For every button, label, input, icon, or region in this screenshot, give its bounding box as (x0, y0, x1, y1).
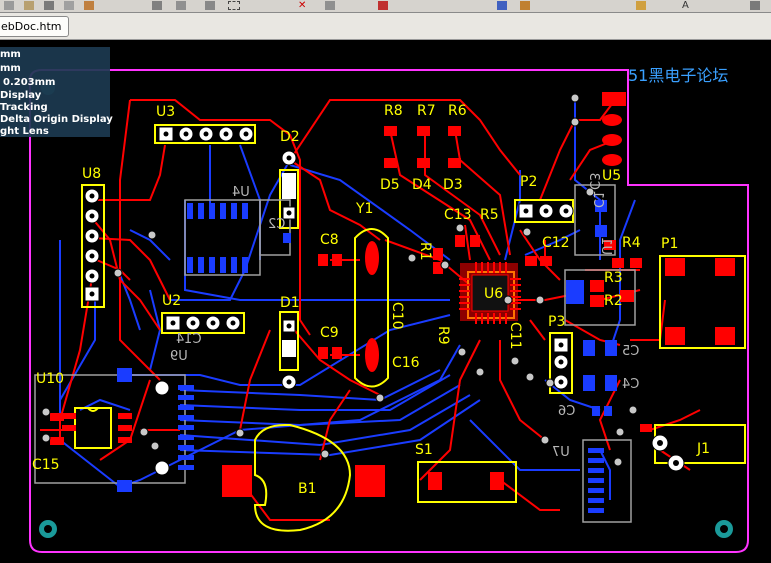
designator-r5: R5 (480, 207, 499, 223)
designator-u7: U7 (552, 445, 570, 460)
designator-u6: U6 (484, 286, 504, 302)
designator-u9: U9 (170, 349, 188, 364)
designator-c4: C4 (622, 377, 640, 392)
designator-c16: C16 (392, 355, 420, 371)
top-traces (40, 99, 701, 521)
pad-icon[interactable] (497, 1, 507, 10)
designator-c6: C6 (558, 404, 576, 419)
new-icon[interactable] (4, 1, 14, 10)
pcb-layout-drawing (29, 69, 749, 553)
route-icon[interactable] (378, 1, 388, 10)
designator-r7: R7 (417, 103, 436, 119)
designator-s1: S1 (415, 442, 433, 458)
designator-c13: C13 (444, 207, 472, 223)
hud-line: Delta Origin Display (0, 114, 113, 125)
select-icon[interactable] (205, 1, 215, 10)
designator-c11: C11 (507, 322, 523, 350)
designator-u3: U3 (156, 104, 176, 120)
forum-watermark: 51黑电子论坛 (628, 66, 729, 85)
document-tab-bar: ebDoc.htm (0, 13, 771, 40)
fill-icon[interactable] (636, 1, 646, 10)
designator-r9: R9 (435, 326, 451, 345)
highlight-icon[interactable] (750, 1, 760, 10)
hud-line: Display (0, 90, 42, 101)
designator-c12: C12 (542, 235, 570, 251)
designator-u1: U1 (598, 237, 613, 255)
designator-c9: C9 (320, 325, 339, 341)
designator-r8: R8 (384, 103, 403, 119)
paste-icon[interactable] (176, 1, 186, 10)
vias (41, 93, 638, 467)
designator-r1: R1 (417, 242, 433, 261)
designator-d3: D3 (443, 177, 463, 193)
designator-r2: R2 (604, 293, 623, 309)
designator-d4: D4 (412, 177, 432, 193)
undo-icon[interactable] (325, 1, 335, 10)
open-icon[interactable] (24, 1, 34, 10)
through-hole-pads (84, 126, 685, 476)
designator-r3: R3 (604, 270, 623, 286)
designator-u2: U2 (162, 293, 182, 309)
designator-u5: U5 (602, 168, 622, 184)
hud-line: ght Lens (0, 126, 49, 137)
designator-c14: C14 (176, 332, 202, 347)
text-icon[interactable] (520, 1, 530, 10)
designator-r6: R6 (448, 103, 467, 119)
crystal-pads (365, 241, 379, 372)
designator-c15: C15 (32, 457, 60, 473)
zoom-icon[interactable] (84, 1, 94, 10)
designator-u4: U4 (232, 185, 250, 200)
save-icon[interactable] (44, 1, 54, 10)
designator-p2: P2 (520, 174, 538, 190)
heads-up-display: mm mm 0.203mm Display Tracking Delta Ori… (0, 47, 113, 137)
designator-c10: C10 (389, 302, 405, 330)
designator-r4: R4 (622, 235, 641, 251)
hud-line: Tracking (0, 102, 48, 113)
smd-pads (50, 92, 735, 497)
copy-icon[interactable] (152, 1, 162, 10)
designator-u10: U10 (36, 371, 65, 387)
designator-j1: J1 (697, 441, 711, 457)
move-icon[interactable] (228, 1, 240, 10)
bottom-pads (117, 200, 617, 513)
designator-u8: U8 (82, 166, 102, 182)
designator-p1: P1 (661, 236, 679, 252)
designator-c5: C5 (622, 344, 640, 359)
print-icon[interactable] (64, 1, 74, 10)
designator-d1: D1 (280, 295, 300, 311)
designator-b1: B1 (298, 481, 317, 497)
component-icon[interactable]: A (682, 0, 689, 11)
cross-icon[interactable]: ✕ (298, 0, 307, 11)
silkscreen (74, 124, 746, 532)
designator-y1: Y1 (356, 201, 374, 217)
designator-d2: D2 (280, 129, 300, 145)
designator-d5: D5 (380, 177, 400, 193)
hud-line: 0.203mm (3, 77, 56, 88)
designator-p3: P3 (548, 314, 566, 330)
designator-c2: C2 (268, 217, 286, 232)
pcb-canvas[interactable] (0, 40, 771, 563)
designator-c1: C1 (590, 190, 605, 208)
hud-line: mm (0, 49, 21, 60)
mcu-u6 (459, 262, 521, 324)
designator-c3: C3 (586, 172, 601, 190)
diode-bodies (282, 173, 296, 357)
hud-line: mm (0, 63, 21, 74)
u5-pads (602, 114, 622, 166)
designator-c8: C8 (320, 232, 339, 248)
document-tab[interactable]: ebDoc.htm (0, 16, 69, 37)
